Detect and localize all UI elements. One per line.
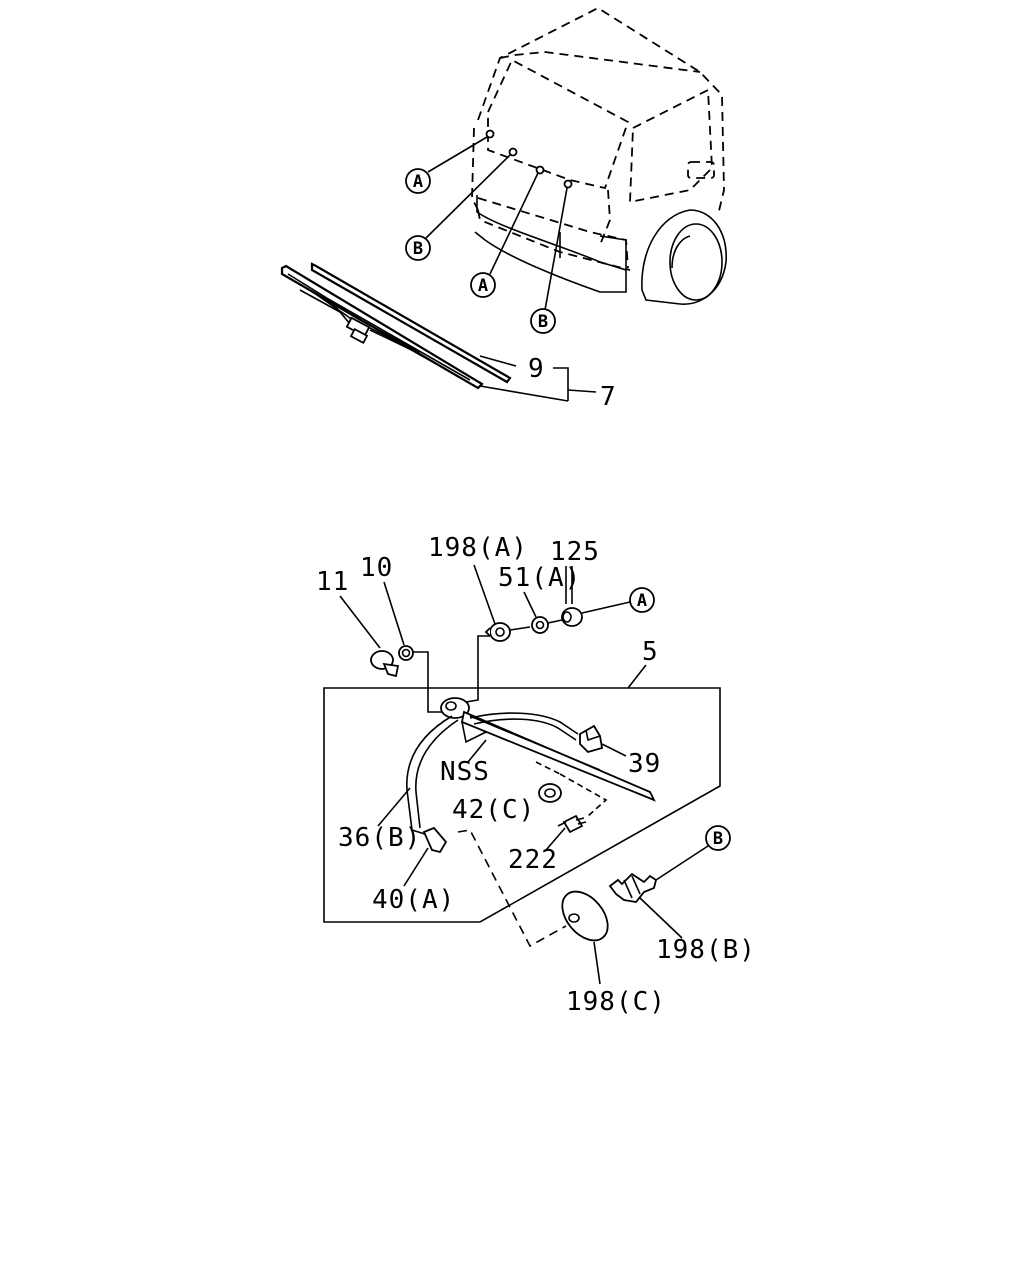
part-125-cap	[561, 607, 583, 627]
part-198c-disc	[561, 890, 609, 942]
label-blade: 9	[528, 354, 545, 384]
label-40a: 40(A)	[372, 885, 455, 915]
blade-arm-leaders	[479, 355, 597, 402]
label-36b: 36(B)	[338, 823, 421, 853]
part-42c-grommet	[538, 783, 562, 803]
label-5: 5	[642, 637, 659, 667]
part-222-screw	[557, 814, 587, 834]
dashed-path-198c	[457, 829, 567, 948]
label-51a: 51(A)	[498, 563, 581, 593]
connector-198a	[465, 635, 490, 703]
truck-cab-outline	[471, 6, 725, 271]
marker-b-2-text: B	[538, 312, 548, 332]
label-10: 10	[360, 553, 393, 583]
label-11: 11	[316, 567, 349, 597]
marker-ref-a-text: A	[637, 591, 647, 611]
marker-ref-a: A	[629, 587, 655, 613]
part-40a-elbow	[422, 826, 448, 854]
label-arm-assembly: 7	[600, 382, 617, 412]
assembly-5-boundary	[323, 687, 721, 923]
nozzle-axis-line	[509, 626, 531, 631]
truck-bumper	[474, 195, 627, 293]
marker-ref-b-text: B	[713, 829, 723, 849]
marker-ref-b: B	[705, 825, 731, 851]
marker-b-1-text: B	[413, 239, 423, 259]
part-198a-nozzle	[484, 622, 511, 642]
marker-a-1-text: A	[413, 172, 423, 192]
arm-nss	[440, 697, 656, 802]
wiper-blade	[280, 262, 512, 390]
marker-a-2-text: A	[478, 276, 488, 296]
marker-a-1: A	[405, 168, 431, 194]
part-39-clip	[579, 724, 604, 754]
label-198c: 198(C)	[566, 987, 666, 1017]
label-nss: NSS	[440, 757, 490, 787]
part-198b-nozzle	[608, 872, 658, 903]
truck-wheel	[641, 209, 727, 305]
part-11-clip	[370, 650, 400, 678]
label-125: 125	[550, 537, 600, 567]
assembly-5-leader	[627, 664, 647, 689]
marker-b-2: B	[530, 308, 556, 334]
label-198b: 198(B)	[656, 935, 756, 965]
mount-point-leaders	[425, 129, 573, 311]
part-51a-nut	[531, 616, 549, 634]
part-10-grommet	[398, 645, 414, 661]
label-42c: 42(C)	[452, 795, 535, 825]
washer-hose	[406, 712, 579, 836]
label-198a: 198(A)	[428, 533, 528, 563]
marker-a-2: A	[470, 272, 496, 298]
label-222: 222	[508, 845, 558, 875]
marker-b-1: B	[405, 235, 431, 261]
connector-10	[412, 651, 444, 713]
label-39: 39	[628, 749, 661, 779]
